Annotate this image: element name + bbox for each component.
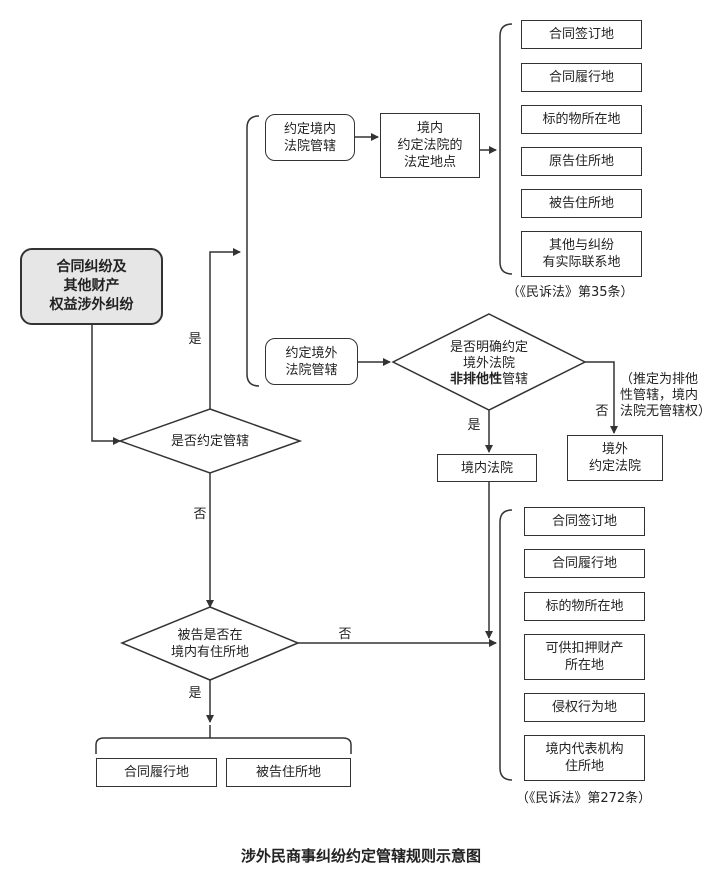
foreign-court-box: 境外 约定法院: [567, 435, 663, 481]
list35-item: 其他与纠纷 有实际联系地: [521, 231, 642, 277]
list272-item: 侵权行为地: [524, 693, 645, 722]
list272-item: 标的物所在地: [524, 592, 645, 621]
foreign-agreed-box: 约定境外 法院管辖: [265, 338, 358, 385]
domestic-court-box: 境内法院: [437, 454, 537, 482]
decision-exclusive-line3: 非排他性管辖: [450, 372, 528, 388]
yes-label-exclusive: 是: [467, 418, 481, 433]
domestic-statutory-box: 境内 约定法院的 法定地点: [380, 113, 480, 178]
decision-exclusive-line2: 境外法院: [462, 356, 515, 371]
yes-label-domicile: 是: [188, 686, 202, 701]
list35-item: 合同履行地: [521, 63, 642, 92]
list35-item: 原告住所地: [521, 147, 642, 176]
domestic-agreed-box: 约定境内 法院管辖: [265, 114, 355, 161]
list272-item: 合同履行地: [524, 549, 645, 578]
yes-label-agreed: 是: [188, 332, 202, 347]
no-label-agreed: 否: [193, 507, 207, 522]
non-exclusive-emphasis: 非排他性: [449, 372, 502, 387]
decision-exclusive-diamond: [391, 313, 587, 411]
list35-item: 被告住所地: [521, 189, 642, 218]
bottom-item-performance: 合同履行地: [96, 758, 217, 787]
decision-domicile-label: 被告是否在 境内有住所地: [170, 628, 249, 660]
list272-item: 境内代表机构 住所地: [524, 735, 645, 781]
no-label-exclusive: 否: [595, 404, 609, 419]
diagram-title: 涉外民商事纠纷约定管辖规则示意图: [240, 847, 481, 865]
presume-note: （推定为排他 性管辖，境内 法院无管辖权）: [620, 372, 712, 419]
decision-exclusive-line3-rest: 管辖: [502, 372, 529, 387]
bottom-item-defendant: 被告住所地: [226, 758, 351, 787]
list35-item: 合同签订地: [521, 20, 642, 49]
list35-item: 标的物所在地: [521, 105, 642, 134]
list272-item: 合同签订地: [524, 507, 645, 536]
decision-exclusive-label: 是否明确约定 境外法院 非排他性管辖: [403, 338, 575, 390]
decision-agreed-label: 是否约定管辖: [170, 433, 249, 449]
decision-agreed-diamond: [117, 408, 303, 474]
citation-35: （《民诉法》第35条）: [506, 285, 634, 300]
no-label-domicile: 否: [338, 627, 352, 642]
citation-272: （《民诉法》第272条）: [515, 791, 652, 806]
decision-exclusive-line1: 是否明确约定: [449, 340, 528, 355]
start-node: 合同纠纷及 其他财产 权益涉外纠纷: [20, 248, 163, 325]
decision-domicile-diamond: [120, 606, 300, 681]
list272-item: 可供扣押财产 所在地: [524, 634, 645, 680]
